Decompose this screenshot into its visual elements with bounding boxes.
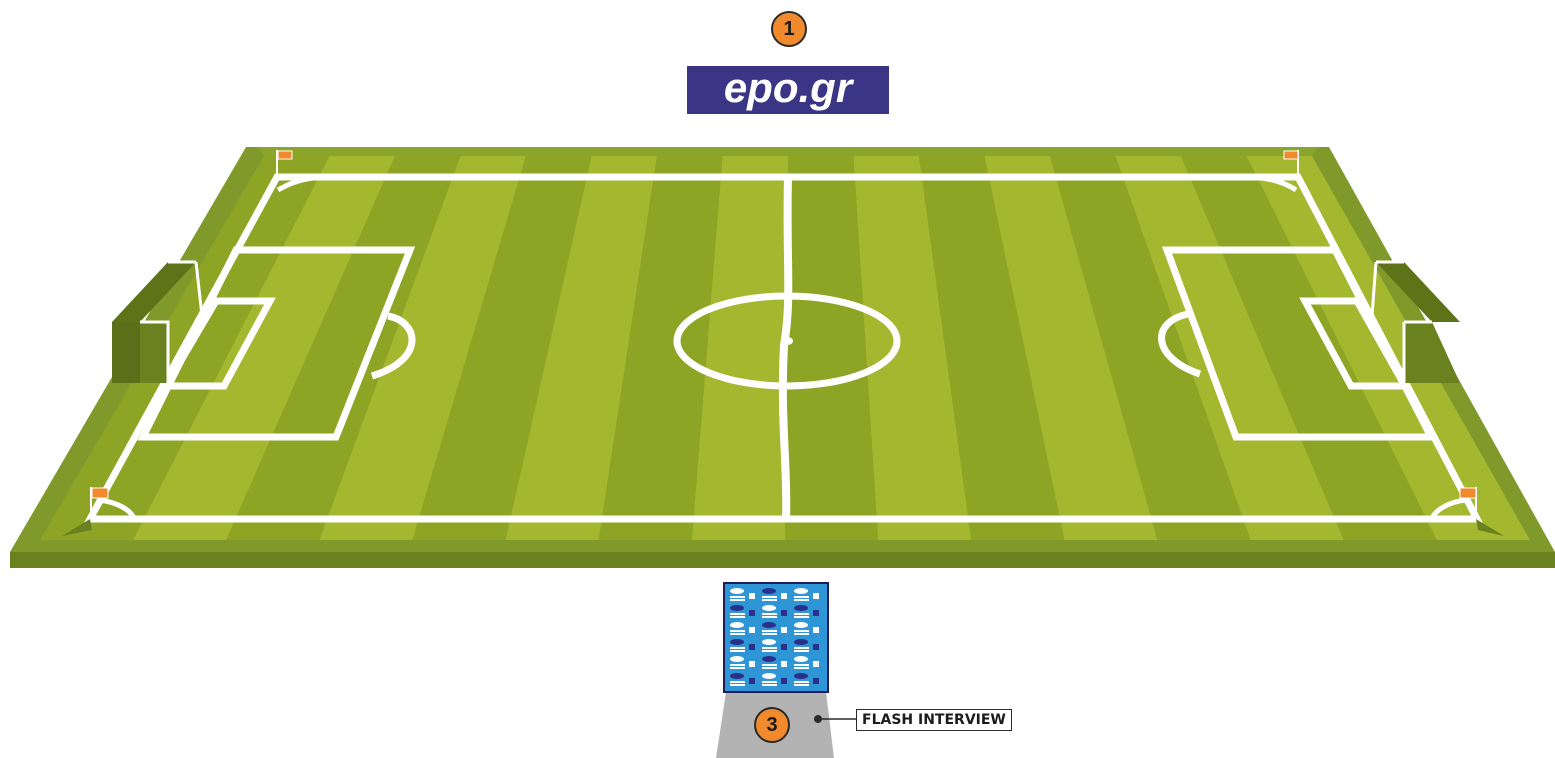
board-logo [794,622,808,628]
board-line [794,681,809,683]
board-logo [794,588,808,594]
board-line [794,650,809,652]
board-line [762,681,777,683]
board-line [762,647,777,649]
pitch-edge [10,552,1555,568]
board-square [781,661,787,667]
board-logo [762,639,776,645]
board-square [781,627,787,633]
board-line [762,664,777,666]
board-line [730,681,745,683]
board-square [749,644,755,650]
board-logo [730,656,744,662]
board-square [781,593,787,599]
board-square [813,661,819,667]
board-line [730,667,745,669]
board-logo [762,656,776,662]
marker-number-1: 1 [783,18,794,41]
board-square [781,644,787,650]
board-line [730,596,745,598]
board-logo [762,622,776,628]
board-logo [730,622,744,628]
board-line [762,616,777,618]
board-logo [794,639,808,645]
right-goal-back [1404,322,1460,383]
pitch-surround-top [258,147,1318,156]
board-square [813,627,819,633]
board-logo [794,656,808,662]
board-logo [794,605,808,611]
board-square [749,627,755,633]
board-line [794,647,809,649]
board-square [749,661,755,667]
board-line [794,596,809,598]
centre-spot [781,337,793,345]
board-square [749,678,755,684]
marker-badge-3: 3 [754,707,790,743]
board-logo [730,605,744,611]
board-line [794,684,809,686]
board-square [813,610,819,616]
board-line [762,599,777,601]
board-line [794,630,809,632]
board-logo [730,673,744,679]
board-square [813,678,819,684]
board-line [794,616,809,618]
board-square [749,610,755,616]
board-line [794,667,809,669]
board-logo [762,588,776,594]
board-line [730,650,745,652]
board-square [813,593,819,599]
board-line [762,650,777,652]
board-line [762,613,777,615]
left-goal-side [112,322,140,383]
board-line [794,599,809,601]
board-square [813,644,819,650]
board-line [730,633,745,635]
board-logo [794,673,808,679]
corner-flag-top-left [278,151,292,159]
flash-interview-label: FLASH INTERVIEW [856,709,1012,731]
halfway-line [783,177,788,519]
epo-banner: epo.gr [687,66,889,114]
board-line [794,613,809,615]
board-line [730,630,745,632]
board-line [762,684,777,686]
corner-flag-top-right [1284,151,1298,159]
connector-dot [814,715,822,723]
banner-text: epo.gr [724,67,852,109]
board-line [794,633,809,635]
board-line [762,633,777,635]
board-logo [762,673,776,679]
board-logo [730,639,744,645]
corner-flag-bottom-left [92,488,108,498]
flash-interview-text: FLASH INTERVIEW [862,712,1006,728]
board-line [730,664,745,666]
board-square [781,678,787,684]
board-line [730,616,745,618]
marker-badge-1: 1 [771,11,807,47]
board-line [762,630,777,632]
board-line [794,664,809,666]
board-logo [762,605,776,611]
board-line [730,599,745,601]
marker-number-3: 3 [766,714,777,737]
board-square [749,593,755,599]
board-logo [730,588,744,594]
board-square [781,610,787,616]
board-line [730,613,745,615]
board-line [730,684,745,686]
board-line [730,647,745,649]
board-line [762,596,777,598]
board-line [762,667,777,669]
corner-flag-bottom-right [1460,488,1476,498]
